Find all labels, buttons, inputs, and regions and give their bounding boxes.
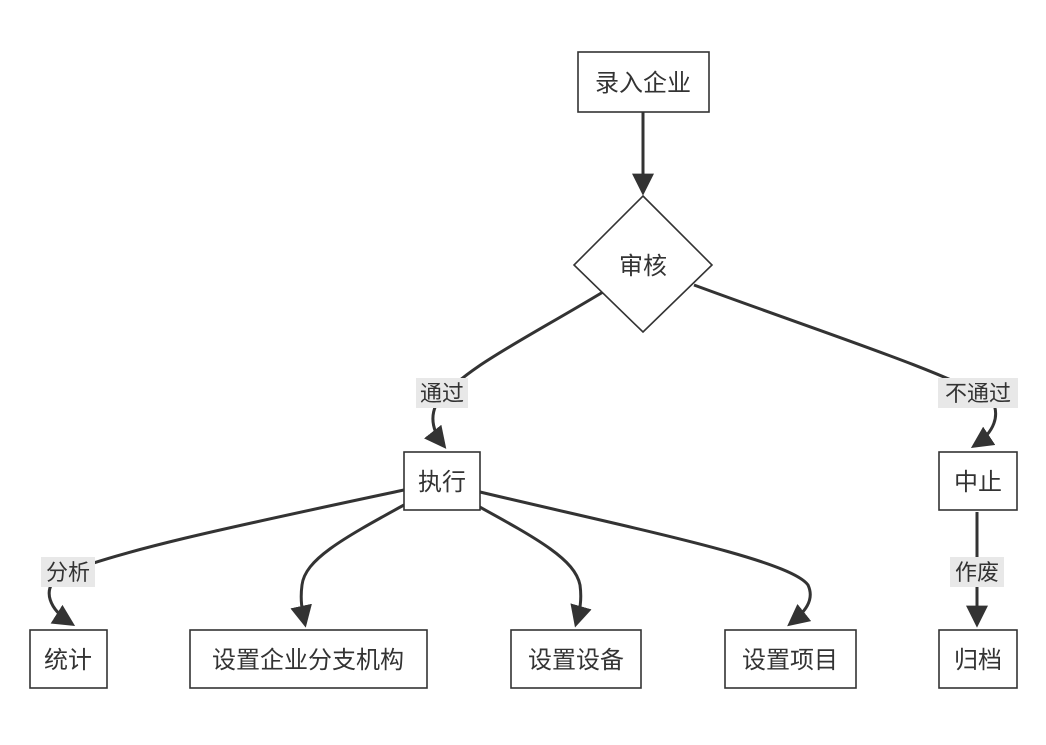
edges [47,112,998,628]
edge-label-analyze: 分析 [46,561,90,586]
node-set-branch: 设置企业分支机构 [189,629,428,689]
node-review-decision: 审核 [572,194,714,334]
node-label-execute: 执行 [418,468,466,496]
node-label-review: 审核 [619,252,667,280]
label-bg-pass [416,378,468,408]
node-archive: 归档 [938,629,1018,689]
label-bg-analyze [41,557,95,587]
node-stop: 中止 [938,451,1018,511]
edge-execute-to-branch [290,503,405,628]
label-bg-fail [938,378,1018,408]
node-label-set-device: 设置设备 [528,646,624,674]
edge-review-to-execute [424,290,604,449]
node-label-set-project: 设置项目 [742,646,838,674]
node-label-statistics: 统计 [44,646,92,674]
node-label-enter-company: 录入企业 [595,69,691,97]
node-set-project: 设置项目 [724,629,857,689]
edge-label-void: 作废 [955,561,999,586]
node-enter-company: 录入企业 [577,51,710,113]
edge-execute-to-device [475,503,592,628]
node-set-device: 设置设备 [510,629,642,689]
node-statistics: 统计 [29,629,108,689]
node-label-archive: 归档 [954,646,1002,674]
edge-label-pass: 通过 [420,382,464,407]
edge-labels: 通过 不通过 分析 作废 [41,378,1018,587]
edge-execute-to-project [479,490,812,627]
node-label-set-branch: 设置企业分支机构 [212,646,404,674]
edge-label-fail: 不通过 [945,382,1011,407]
nodes: 录入企业 审核 执行 中止 统计 设置企业分支机构 设置设备 设 [29,51,1018,689]
label-bg-void [950,557,1004,587]
node-label-stop: 中止 [954,468,1002,496]
edge-execute-to-statistics [47,488,405,626]
node-execute: 执行 [403,451,481,511]
edge-review-to-stop [693,283,998,449]
